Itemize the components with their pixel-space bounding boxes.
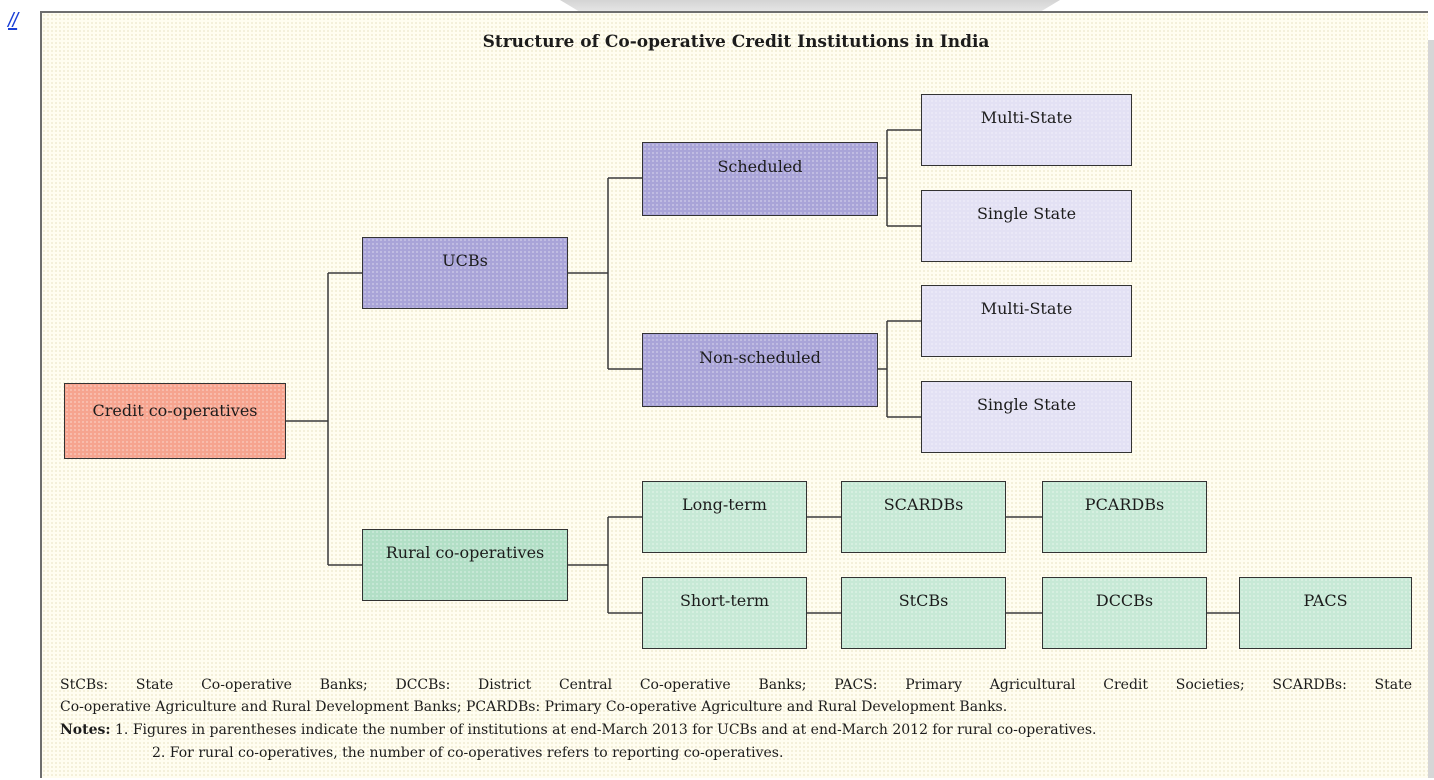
node-dccbs: DCCBs	[1042, 577, 1207, 649]
footnote-text: StCBs: State Co-operative Banks; DCCBs: …	[60, 677, 1412, 693]
node-scheduled: Scheduled	[642, 142, 878, 216]
node-label: Non-scheduled	[699, 348, 821, 367]
connector-lines	[286, 129, 1239, 614]
node-label: DCCBs	[1095, 591, 1154, 610]
node-scardbs: SCARDBs	[841, 481, 1006, 553]
node-scheduled-single-state: Single State	[921, 190, 1132, 262]
node-label: Credit co-operatives	[92, 401, 258, 420]
footnote-abbreviations-line1: StCBs: State Co-operative Banks; DCCBs: …	[60, 677, 1412, 693]
node-stcbs: StCBs	[841, 577, 1006, 649]
corner-link[interactable]: //	[8, 10, 18, 32]
node-scheduled-multi-state: Multi-State	[921, 94, 1132, 166]
node-rural-cooperatives: Rural co-operatives	[362, 529, 568, 601]
node-credit-cooperatives: Credit co-operatives	[64, 383, 286, 459]
node-label: Long-term	[682, 495, 767, 514]
node-label: PCARDBs	[1084, 495, 1165, 514]
node-non-scheduled-multi-state: Multi-State	[921, 285, 1132, 357]
node-short-term: Short-term	[642, 577, 807, 649]
node-label: Multi-State	[980, 299, 1073, 318]
diagram-title: Structure of Co-operative Credit Institu…	[482, 32, 990, 52]
diagram-panel: Structure of Co-operative Credit Institu…	[40, 11, 1428, 778]
note1-text: 1. Figures in parentheses indicate the n…	[115, 722, 1097, 738]
footnote-note1: Notes: 1. Figures in parentheses indicat…	[60, 722, 1097, 738]
footnote-abbreviations-line2: Co-operative Agriculture and Rural Devel…	[60, 699, 1008, 715]
node-long-term: Long-term	[642, 481, 807, 553]
node-label: Scheduled	[717, 157, 803, 176]
node-label: PACS	[1303, 591, 1348, 610]
node-label: Short-term	[679, 591, 770, 610]
node-label: SCARDBs	[883, 495, 964, 514]
node-non-scheduled-single-state: Single State	[921, 381, 1132, 453]
node-label: Single State	[976, 395, 1077, 414]
footnote-note2: 2. For rural co-operatives, the number o…	[152, 745, 784, 761]
node-pcardbs: PCARDBs	[1042, 481, 1207, 553]
node-label: StCBs	[898, 591, 949, 610]
node-label: Multi-State	[980, 108, 1073, 127]
right-edge-decoration	[1428, 40, 1434, 778]
notes-label: Notes:	[60, 722, 111, 738]
node-ucbs: UCBs	[362, 237, 568, 309]
node-label: Rural co-operatives	[385, 543, 545, 562]
node-non-scheduled: Non-scheduled	[642, 333, 878, 407]
node-label: UCBs	[442, 251, 488, 270]
node-pacs: PACS	[1239, 577, 1412, 649]
node-label: Single State	[976, 204, 1077, 223]
